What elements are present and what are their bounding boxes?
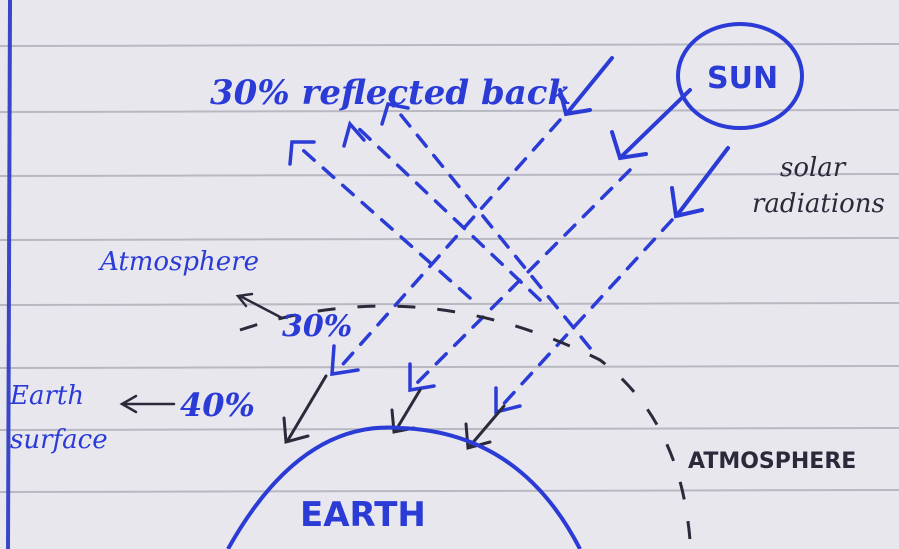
- surface-arrows: [282, 374, 506, 450]
- incoming-rays: [334, 118, 674, 412]
- reflected-rays: [294, 102, 592, 350]
- earth-pointer: [119, 394, 176, 414]
- earth-percent: 40%: [180, 386, 255, 424]
- atmosphere-caps-label: ATMOSPHERE: [688, 449, 856, 474]
- reflected-ray-heads: [288, 101, 410, 166]
- atmosphere-boundary: [239, 304, 692, 541]
- solar-arrows: [558, 56, 730, 219]
- solar-label-line1: solar: [780, 153, 847, 183]
- incoming-ray-heads: [330, 344, 522, 415]
- earth-surface-line2: surface: [10, 425, 108, 455]
- earth-label: EARTH: [300, 495, 426, 535]
- earth-surface-line1: Earth: [9, 381, 84, 411]
- margin-line: [6, 0, 12, 549]
- sun-circle: [676, 22, 804, 130]
- sun-label: SUN: [707, 61, 778, 96]
- earth-arc: [226, 425, 582, 549]
- reflected-label: 30% reflected back: [210, 73, 571, 113]
- atmosphere-small-label: Atmosphere: [98, 247, 259, 277]
- solar-label-line2: radiations: [752, 189, 885, 219]
- atmosphere-percent: 30%: [282, 309, 352, 344]
- atmosphere-pointer: [235, 292, 284, 320]
